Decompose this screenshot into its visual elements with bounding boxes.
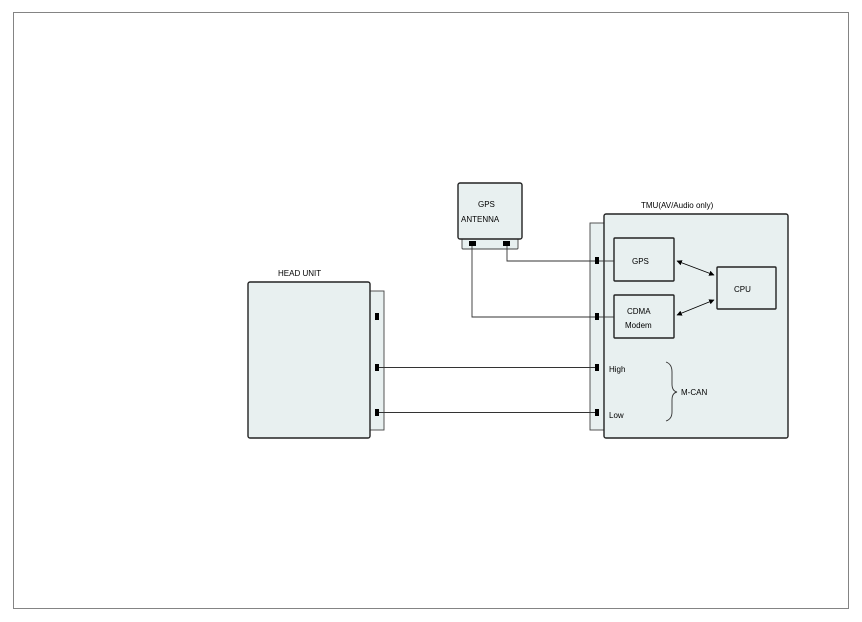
antenna-to-gps-wire <box>506 246 595 262</box>
tmu-pin-high <box>595 364 599 371</box>
tmu-pin-low <box>595 409 599 416</box>
head-unit-pin-1 <box>375 313 379 320</box>
head-unit-pin-high <box>375 364 379 371</box>
tmu-connector <box>589 222 605 431</box>
cdma-cpu-arrow <box>676 299 715 316</box>
cdma-modem <box>613 294 675 339</box>
gps-module-label: GPS <box>632 257 649 266</box>
head-unit-body <box>247 281 371 439</box>
m-can-label: M-CAN <box>681 388 707 397</box>
head-unit: HEAD UNIT <box>247 269 385 439</box>
tmu: TMU(AV/Audio only) GPS CDMA Modem CPU Hi… <box>589 201 789 439</box>
head-unit-pin-low <box>375 409 379 416</box>
gps-module <box>613 237 675 282</box>
cpu-label: CPU <box>734 285 751 294</box>
m-can-brace <box>665 361 678 422</box>
gps-antenna-pin-1 <box>469 241 476 246</box>
tmu-pin-cdma <box>595 313 599 320</box>
wiring <box>379 246 595 413</box>
cdma-modem-label-line2: Modem <box>625 321 652 330</box>
gps-antenna-label-line1: GPS <box>478 200 495 209</box>
gps-antenna-body <box>457 182 523 240</box>
high-label: High <box>609 365 625 374</box>
gps-cpu-arrow <box>676 260 715 276</box>
cpu <box>716 266 777 310</box>
tmu-label: TMU(AV/Audio only) <box>641 201 714 210</box>
head-unit-label: HEAD UNIT <box>278 269 321 278</box>
antenna-to-cdma-wire <box>471 246 595 318</box>
low-label: Low <box>609 411 624 420</box>
tmu-pin-gps <box>595 257 599 264</box>
cdma-modem-label-line1: CDMA <box>627 307 651 316</box>
gps-antenna-label-line2: ANTENNA <box>461 215 500 224</box>
gps-antenna-pin-2 <box>503 241 510 246</box>
gps-antenna: GPS ANTENNA <box>457 182 523 250</box>
